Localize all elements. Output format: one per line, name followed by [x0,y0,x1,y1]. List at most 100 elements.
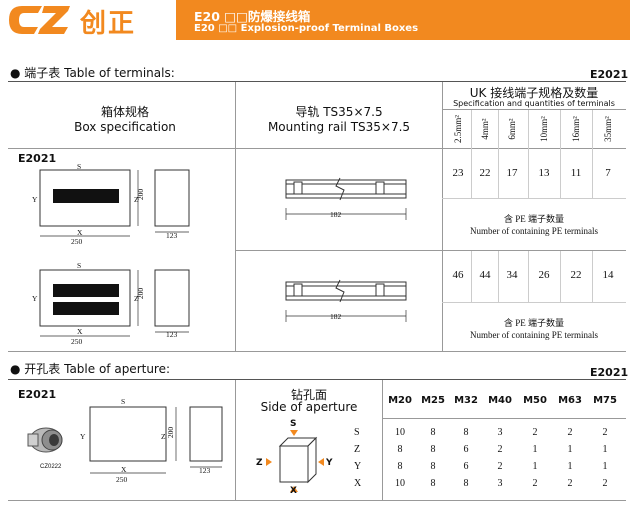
dim-height: 200 [136,188,146,201]
aperture-count: 3 [497,427,503,438]
arrow-icon [290,430,298,436]
terminal-count: 26 [538,269,550,281]
col-divider [528,110,529,198]
dim-height: 200 [136,287,146,300]
col-divider [528,251,529,302]
terminal-count: 22 [479,167,491,179]
col-divider [560,251,561,302]
pe-label-en: Number of containing PE terminals [470,330,598,340]
row-label: E2021 [18,152,57,165]
cube-label-y: Y [326,458,333,468]
box-front-drawing [39,269,190,337]
aperture-count: 8 [463,478,469,489]
pe-label-cn: 含 PE 端子数量 [503,214,564,224]
aperture-size-header: M20 [388,395,412,406]
terminals-code: E2021 [590,68,629,81]
cube-label-s: S [290,419,297,429]
aperture-size-header: M75 [593,395,617,406]
terminal-count: 13 [538,167,550,179]
terminal-count: 14 [602,269,614,281]
aperture-count: 8 [430,478,436,489]
rail-length: 182 [330,312,342,321]
terminal-count: 23 [452,167,464,179]
aperture-count: 8 [397,461,403,472]
dim-width: 250 [71,237,83,246]
dim-z: Z [134,294,139,303]
aperture-count: 1 [602,444,608,455]
aperture-count: 6 [463,444,469,455]
arrow-icon [290,486,298,492]
aperture-count: 1 [567,461,573,472]
dim-depth: 123 [166,231,178,240]
row-label: E2021 [18,388,57,401]
aperture-count: 2 [497,444,503,455]
arrow-icon [266,458,272,466]
aperture-size-header: M25 [421,395,445,406]
col-divider [560,110,561,198]
terminal-count: 44 [479,269,491,281]
arrow-icon [318,458,324,466]
cube-label-z: Z [256,458,263,468]
header-band: E20 □□防爆接线箱 E20 □□ Explosion-proof Termi… [176,0,630,40]
terminal-spec-header-cn: UK 接线端子规格及数量 [469,86,599,100]
mounting-rail-drawing [285,279,407,322]
aperture-count: 8 [463,427,469,438]
box-front-drawing [89,406,223,474]
terminal-count: 46 [452,269,464,281]
dim-y: Y [32,294,38,303]
cz-logo-icon [9,6,70,34]
aperture-side-header-cn: 钻孔面 [290,388,327,402]
dim-x: X [77,228,83,237]
dim-width: 250 [116,475,128,484]
col-divider [235,380,236,501]
col-divider [235,82,236,352]
row-divider [235,250,626,251]
aperture-count: 8 [397,444,403,455]
terminal-count: 11 [570,167,582,179]
col-divider [498,251,499,302]
dim-x: X [77,327,83,336]
box-spec-header-cn: 箱体规格 [100,105,149,119]
dim-s: S [121,397,126,406]
terminal-count: 34 [506,269,518,281]
divider [8,379,626,380]
dim-depth: 123 [199,466,211,475]
aperture-count: 6 [463,461,469,472]
terminals-section-label: ● 端子表 Table of terminals: [10,66,175,80]
terminal-size-header: 35mm² [603,116,613,142]
aperture-count: 1 [532,444,538,455]
col-divider [498,110,499,198]
aperture-count: 10 [395,427,405,438]
aperture-count: 2 [602,427,608,438]
row-divider [8,148,626,149]
aperture-count: 1 [602,461,608,472]
aperture-size-header: M50 [523,395,547,406]
dim-s: S [77,261,82,270]
logo-text: 创正 [80,9,137,39]
dim-z: Z [161,432,166,441]
aperture-side-label: Y [354,461,362,472]
box-spec-header-en: Box specification [74,120,176,134]
aperture-count: 2 [497,461,503,472]
col-divider [592,110,593,198]
aperture-count: 8 [430,444,436,455]
aperture-count: 2 [532,478,538,489]
pe-label-en: Number of containing PE terminals [470,226,598,236]
dim-s: S [77,162,82,171]
dim-height: 200 [166,426,176,439]
terminal-size-header: 10mm² [539,116,549,142]
aperture-side-label: X [354,478,362,489]
terminal-size-header: 16mm² [571,116,581,142]
terminals-table [8,82,626,352]
row-divider [442,109,626,110]
mounting-rail-drawing [285,177,407,220]
dim-y: Y [32,195,38,204]
divider [8,81,626,82]
pe-label-cn: 含 PE 端子数量 [503,318,564,328]
aperture-count: 2 [532,427,538,438]
aperture-size-header: M63 [558,395,582,406]
gland-label: CZ0222 [40,464,62,470]
aperture-count: 2 [567,478,573,489]
col-divider [471,251,472,302]
aperture-side-header-en: Side of aperture [260,400,358,414]
